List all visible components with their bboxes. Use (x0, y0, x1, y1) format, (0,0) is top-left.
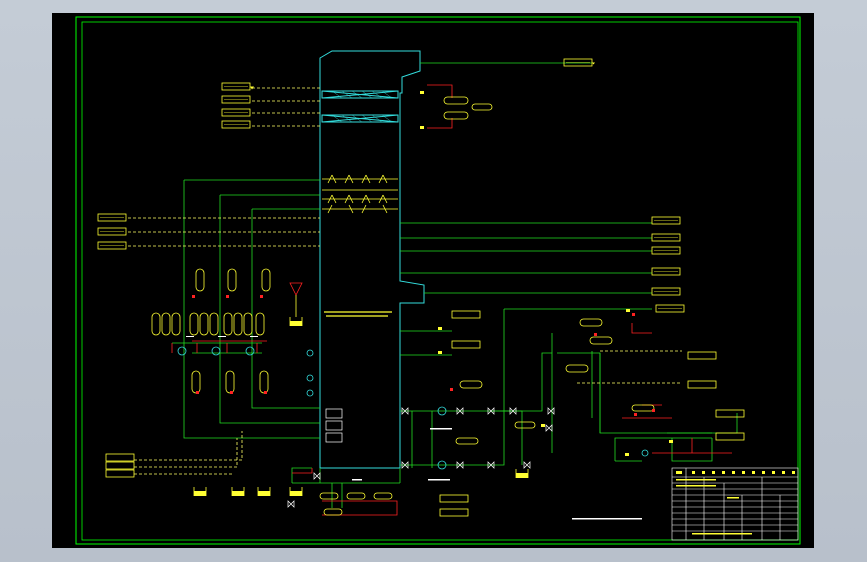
drawing-sheet (52, 13, 814, 548)
pump-icon (177, 346, 649, 470)
cyclone-icon (289, 282, 303, 296)
process-lines (172, 62, 738, 508)
heat-exchanger-icon (319, 96, 655, 516)
valve-icon (287, 407, 555, 508)
title-block (671, 467, 799, 541)
tray-line (324, 311, 392, 317)
switch-boxes (325, 408, 343, 443)
input-labels (97, 82, 251, 478)
instrument-icon (420, 91, 673, 456)
process-flow-diagram (75, 16, 801, 545)
main-column (319, 50, 425, 469)
spray-nozzle-grid (322, 174, 398, 214)
filter-group (151, 268, 271, 394)
label-hatching (100, 62, 682, 309)
red-lines (171, 84, 732, 516)
output-labels (439, 58, 745, 517)
instrument-red-markers (192, 295, 655, 416)
tiny-annotations (186, 336, 642, 520)
label-arrows (250, 62, 595, 90)
outer-frame (75, 16, 801, 545)
tank-outline (193, 317, 529, 496)
title-block-cells (676, 471, 795, 535)
inner-frame (81, 21, 799, 541)
tank-icon (194, 321, 528, 496)
dashed-lines (128, 87, 682, 475)
packing-mesh (331, 90, 393, 123)
